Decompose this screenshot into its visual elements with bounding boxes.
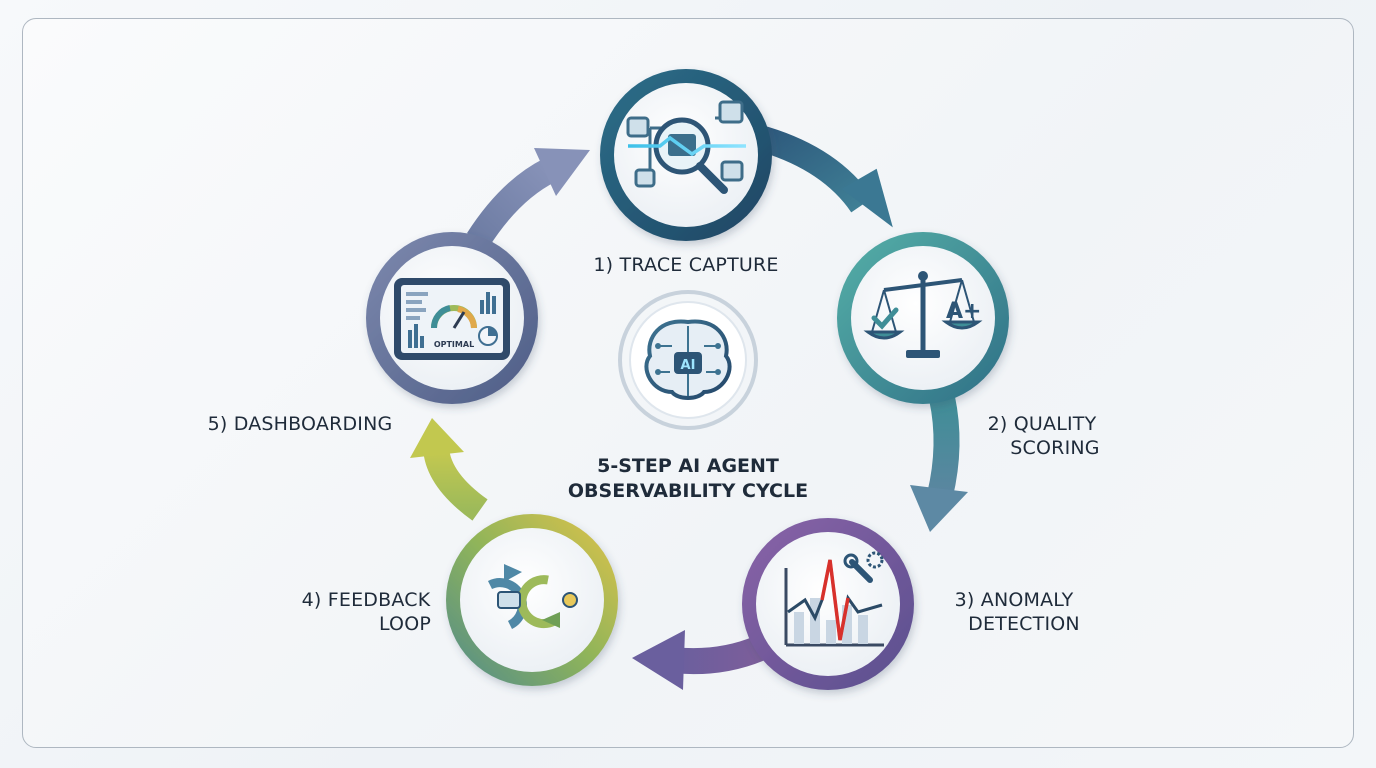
score-badge: A+ [946,299,981,324]
step-3-label-line2: DETECTION [968,613,1080,635]
step-3-label-line1: 3) ANOMALY [955,589,1074,611]
step-4-label-line2: LOOP [379,613,431,635]
cycle-arrow-3-to-4 [632,630,766,690]
dashboard-tablet-icon: OPTIMAL [394,278,510,360]
feedback-loop-icon [487,564,578,630]
center-chip-label: AI [681,358,696,373]
center-title-line1: 5-STEP AI AGENT [597,455,779,477]
step-2-label-line1: 2) QUALITY [988,413,1097,435]
cycle-arrow-5-to-1 [467,148,590,248]
cycle-arrow-4-to-5 [410,418,488,521]
step-2-label-line2: SCORING [1010,437,1099,459]
balance-scale-icon: A+ [863,271,983,358]
cycle-arrow-1-to-2 [756,125,893,228]
center-hub: AI [618,290,758,430]
step-4-label-line1: 4) FEEDBACK [302,589,431,611]
step-3-node [742,518,914,690]
step-4-node [446,514,618,686]
step-5-label: 5) DASHBOARDING [208,413,393,435]
cycle-arrow-2-to-3 [910,395,968,532]
step-1-label: 1) TRACE CAPTURE [593,254,778,276]
anomaly-chart-icon [784,551,884,647]
brain-circuit-icon: AI [644,319,732,400]
trace-magnifier-icon [626,100,746,194]
gauge-label: OPTIMAL [434,340,474,349]
center-title-line2: OBSERVABILITY CYCLE [568,480,808,502]
